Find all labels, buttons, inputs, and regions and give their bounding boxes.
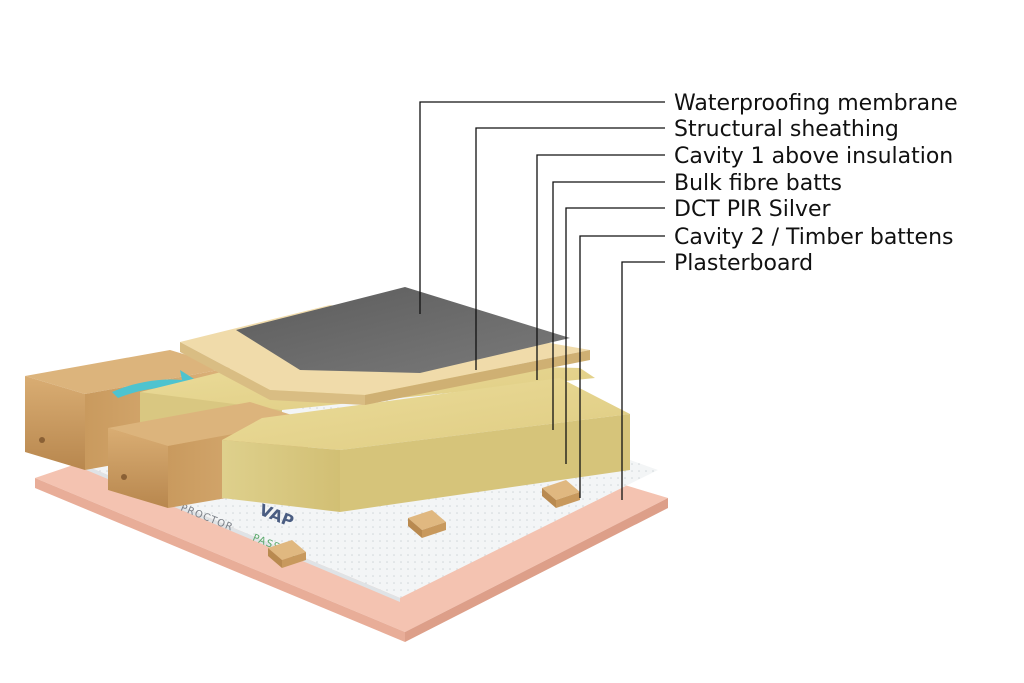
label-cavity2: Cavity 2 / Timber battens	[674, 225, 954, 250]
lower-insulation-batt	[222, 378, 630, 512]
timber-battens	[268, 480, 580, 568]
leader-waterproofing	[419, 101, 665, 314]
label-plasterboard: Plasterboard	[674, 251, 813, 276]
waterproofing-membrane	[236, 287, 570, 373]
batten-3	[542, 480, 580, 508]
leader-cavity1	[536, 154, 665, 380]
label-batts: Bulk fibre batts	[674, 171, 842, 196]
label-sheathing: Structural sheathing	[674, 117, 899, 142]
label-waterproofing: Waterproofing membrane	[674, 91, 958, 116]
leader-sheathing	[475, 127, 665, 370]
label-cavity1: Cavity 1 above insulation	[674, 144, 953, 169]
leader-batts	[552, 181, 665, 430]
leader-cavity2	[579, 235, 665, 498]
leader-lines	[419, 101, 665, 500]
leader-plasterboard	[621, 261, 665, 500]
leader-pir	[565, 207, 665, 464]
batten-2	[408, 510, 446, 538]
batten-1	[268, 540, 306, 568]
layer-labels: Waterproofing membrane Structural sheath…	[674, 91, 958, 276]
label-pir: DCT PIR Silver	[674, 197, 832, 222]
